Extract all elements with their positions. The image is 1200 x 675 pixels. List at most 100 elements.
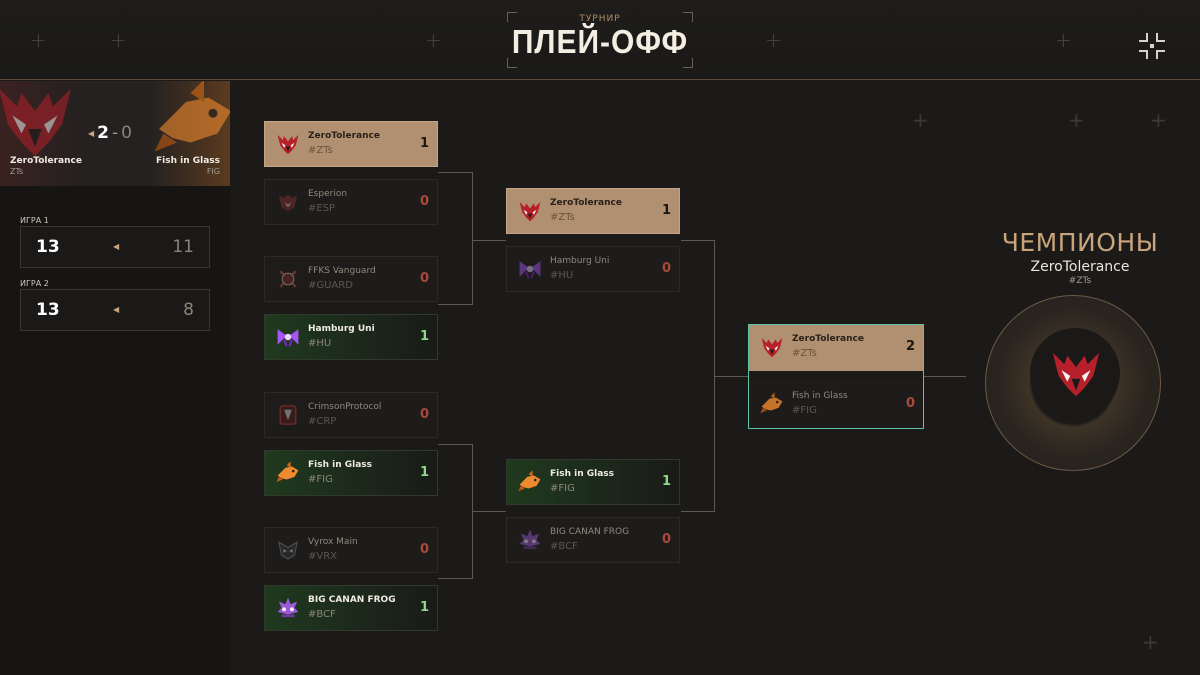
exit-fullscreen-icon [1139, 33, 1148, 42]
team-name: CrimsonProtocol [308, 402, 382, 412]
hamburg-uni-logo-icon [275, 324, 301, 350]
team2-tag: FIG [206, 167, 220, 176]
team-name: Hamburg Uni [308, 324, 375, 334]
plus-decoration-icon: + [1055, 28, 1072, 52]
bracket-team-r2-hamburg-uni[interactable]: Hamburg Uni #HU 0 [506, 246, 680, 292]
bracket-team-r1-fish-in-glass[interactable]: Fish in Glass #FIG 1 [264, 450, 438, 496]
crimsonprotocol-logo-icon [275, 402, 301, 428]
team-tag: #VRX [308, 551, 338, 562]
team-score: 1 [419, 600, 429, 615]
team-score: 1 [419, 136, 429, 151]
plus-decoration-icon: + [765, 28, 782, 52]
team-name: FFKS Vanguard [308, 266, 376, 276]
team-tag: #HU [308, 338, 332, 349]
bracket-connector [924, 376, 966, 377]
winner-arrow-icon: ◀ [113, 242, 120, 251]
team-score: 1 [419, 465, 429, 480]
bracket-team-r2-big-canan-frog[interactable]: BIG CANAN FROG #BCF 0 [506, 517, 680, 563]
game-2-team2-score: 8 [183, 300, 194, 320]
bracket-team-r2-zerotolerance[interactable]: ZeroTolerance #ZTs 1 [506, 188, 680, 234]
winner-arrow-icon: ◀ [88, 128, 95, 138]
game-1-score-box[interactable]: 13 ◀ 11 [20, 226, 210, 268]
final-match-selected[interactable]: ZeroTolerance #ZTs 2 Fish in Glass #FIG … [748, 324, 924, 429]
match-score: ◀2-0 [88, 123, 132, 143]
fish-in-glass-logo-icon [275, 460, 301, 486]
zerotolerance-logo-icon [759, 334, 785, 360]
bracket-team-r1-zerotolerance[interactable]: ZeroTolerance #ZTs 1 [264, 121, 438, 167]
team-tag: #ZTs [550, 212, 575, 223]
zerotolerance-logo-icon [275, 131, 301, 157]
bracket-team-r2-fish-in-glass[interactable]: Fish in Glass #FIG 1 [506, 459, 680, 505]
exit-fullscreen-button[interactable] [1136, 30, 1168, 62]
team-name: ZeroTolerance [308, 131, 380, 141]
bracket-connector [438, 444, 472, 445]
page-subtitle: ТУРНИР [579, 14, 621, 24]
team-tag: #FIG [792, 405, 817, 416]
match-details-panel: ◀2-0 ZeroTolerance ZTs Fish in Glass FIG… [0, 81, 230, 675]
team-score: 1 [661, 203, 671, 218]
bracket-connector [472, 511, 506, 512]
esperion-logo-icon [275, 189, 301, 215]
team-name: ZeroTolerance [550, 198, 622, 208]
game-2-score-box[interactable]: 13 ◀ 8 [20, 289, 210, 331]
team-tag: #ESP [308, 203, 336, 214]
team-score: 2 [905, 339, 915, 354]
game-2-team1-score: 13 [36, 300, 60, 320]
champion-tag: #ZTs [1068, 276, 1092, 286]
bracket-connector [438, 172, 472, 173]
team-tag: #GUARD [308, 280, 353, 291]
team1-name: ZeroTolerance [10, 156, 82, 166]
team2-series-score: 0 [121, 123, 132, 143]
bracket-connector [681, 511, 715, 512]
team-score: 0 [419, 271, 429, 286]
bracket-team-r1-ffks-vanguard[interactable]: FFKS Vanguard #GUARD 0 [264, 256, 438, 302]
plus-decoration-icon: + [110, 28, 127, 52]
bracket-team-r1-esperion[interactable]: Esperion #ESP 0 [264, 179, 438, 225]
page-title: ПЛЕЙ-ОФФ [511, 24, 689, 61]
bracket-connector [472, 172, 473, 305]
bracket-team-r1-crimsonprotocol[interactable]: CrimsonProtocol #CRP 0 [264, 392, 438, 438]
bracket-team-final-fish-in-glass[interactable]: Fish in Glass #FIG 0 [749, 382, 923, 428]
bracket-team-r1-big-canan-frog[interactable]: BIG CANAN FROG #BCF 1 [264, 585, 438, 631]
team-score: 0 [419, 407, 429, 422]
fish-in-glass-logo-icon [759, 391, 785, 417]
plus-decoration-icon: + [425, 28, 442, 52]
team-tag: #FIG [550, 483, 575, 494]
bracket-team-r1-hamburg-uni[interactable]: Hamburg Uni #HU 1 [264, 314, 438, 360]
game-1-team2-score: 11 [172, 237, 194, 257]
team-tag: #BCF [308, 609, 336, 620]
bracket-connector [714, 376, 748, 377]
champion-name: ZeroTolerance [1030, 259, 1130, 275]
team-name: Fish in Glass [550, 469, 615, 479]
header-bar: + + + + + ТУРНИР ПЛЕЙ-ОФФ [0, 0, 1200, 80]
bracket-connector [438, 578, 472, 579]
team-score: 0 [661, 532, 671, 547]
bracket-connector [438, 304, 472, 305]
team-name: Hamburg Uni [550, 256, 610, 266]
game-1-label: ИГРА 1 [20, 216, 49, 225]
bracket-team-r1-vyrox-main[interactable]: Vyrox Main #VRX 0 [264, 527, 438, 573]
match-header[interactable]: ◀2-0 ZeroTolerance ZTs Fish in Glass FIG [0, 81, 230, 186]
score-separator: - [112, 123, 119, 143]
ffks-vanguard-logo-icon [275, 266, 301, 292]
big-canan-frog-logo-icon [275, 595, 301, 621]
team-tag: #BCF [550, 541, 578, 552]
game-2-label: ИГРА 2 [20, 279, 49, 288]
team1-series-score: 2 [97, 123, 109, 143]
team-name: BIG CANAN FROG [550, 527, 630, 537]
bracket-connector [681, 240, 715, 241]
page-title-frame: ТУРНИР ПЛЕЙ-ОФФ [507, 12, 693, 68]
team-name: Vyrox Main [308, 537, 358, 547]
plus-decoration-icon: + [30, 28, 47, 52]
zerotolerance-logo-icon [0, 81, 80, 165]
zerotolerance-logo-icon [517, 198, 543, 224]
team-tag: #ZTs [308, 145, 333, 156]
team-score: 0 [905, 396, 915, 411]
vyrox-main-logo-icon [275, 537, 301, 563]
team-score: 0 [419, 542, 429, 557]
team-name: ZeroTolerance [792, 334, 864, 344]
fish-in-glass-logo-icon [150, 81, 230, 165]
team2-name: Fish in Glass [155, 156, 220, 166]
bracket-team-final-zerotolerance[interactable]: ZeroTolerance #ZTs 2 [749, 325, 923, 371]
champion-title: ЧЕМПИОНЫ [1001, 228, 1159, 257]
